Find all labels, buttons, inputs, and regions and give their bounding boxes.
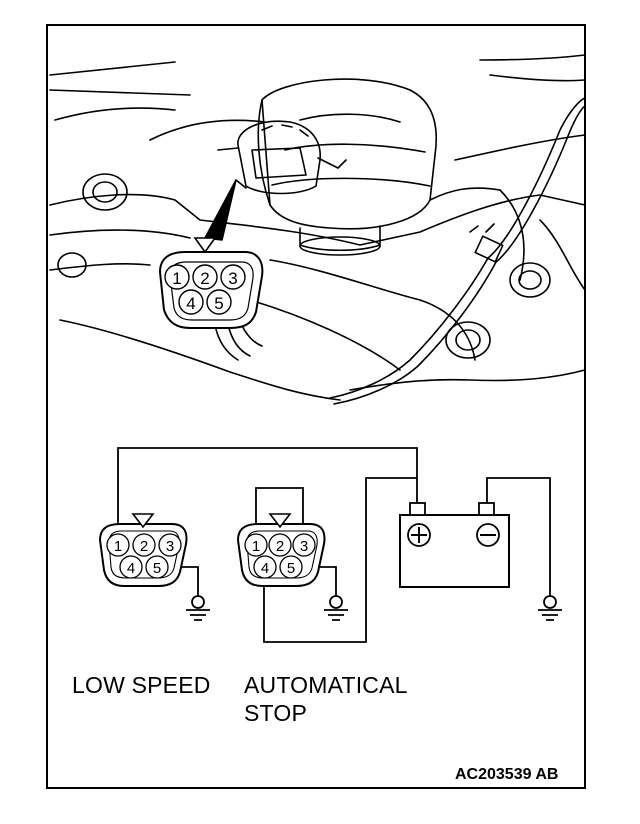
svg-text:5: 5 (287, 560, 295, 577)
ground-icon (324, 595, 348, 621)
svg-text:1: 1 (172, 269, 181, 288)
svg-text:1: 1 (114, 538, 122, 555)
ground-icon (186, 595, 210, 621)
pin-2-low: 2 (132, 533, 156, 557)
pin-2-top: 2 (192, 264, 218, 290)
battery (399, 502, 510, 588)
engine-illustration (49, 54, 586, 405)
svg-text:4: 4 (127, 560, 135, 577)
plus-icon (407, 523, 431, 547)
svg-text:3: 3 (166, 538, 174, 555)
pin-3-top: 3 (220, 264, 246, 290)
pin-3-low: 3 (158, 533, 182, 557)
pin-3-auto: 3 (292, 533, 316, 557)
figure-code: AC203539 AB (455, 766, 559, 783)
svg-text:2: 2 (140, 538, 148, 555)
pin-5-low: 5 (145, 555, 169, 579)
label-low-speed: LOW SPEED (72, 672, 211, 698)
svg-text:5: 5 (153, 560, 161, 577)
pin-1-low: 1 (106, 533, 130, 557)
pin-5-auto: 5 (279, 555, 303, 579)
ground-icon (538, 595, 562, 621)
figure-border (46, 24, 586, 789)
connector-automatical-stop: 1 2 3 4 5 (236, 513, 326, 587)
pin-4-low: 4 (119, 555, 143, 579)
minus-icon (476, 523, 500, 547)
label-stop: STOP (244, 700, 308, 726)
battery-positive-terminal (409, 502, 426, 516)
svg-text:2: 2 (200, 269, 209, 288)
svg-text:3: 3 (300, 538, 308, 555)
pin-1-top: 1 (164, 264, 190, 290)
pin-5-top: 5 (206, 289, 232, 315)
svg-text:2: 2 (276, 538, 284, 555)
pin-4-top: 4 (178, 289, 204, 315)
svg-text:1: 1 (252, 538, 260, 555)
pin-2-auto: 2 (268, 533, 292, 557)
battery-negative-terminal (478, 502, 495, 516)
pin-1-auto: 1 (244, 533, 268, 557)
svg-text:5: 5 (214, 294, 223, 313)
svg-text:3: 3 (228, 269, 237, 288)
connector-low-speed: 1 2 3 4 5 (98, 513, 188, 587)
connector-view-top: 1 2 3 4 5 (158, 237, 264, 329)
label-automatical: AUTOMATICAL (244, 672, 408, 698)
svg-text:4: 4 (186, 294, 195, 313)
svg-text:4: 4 (261, 560, 269, 577)
pin-4-auto: 4 (253, 555, 277, 579)
